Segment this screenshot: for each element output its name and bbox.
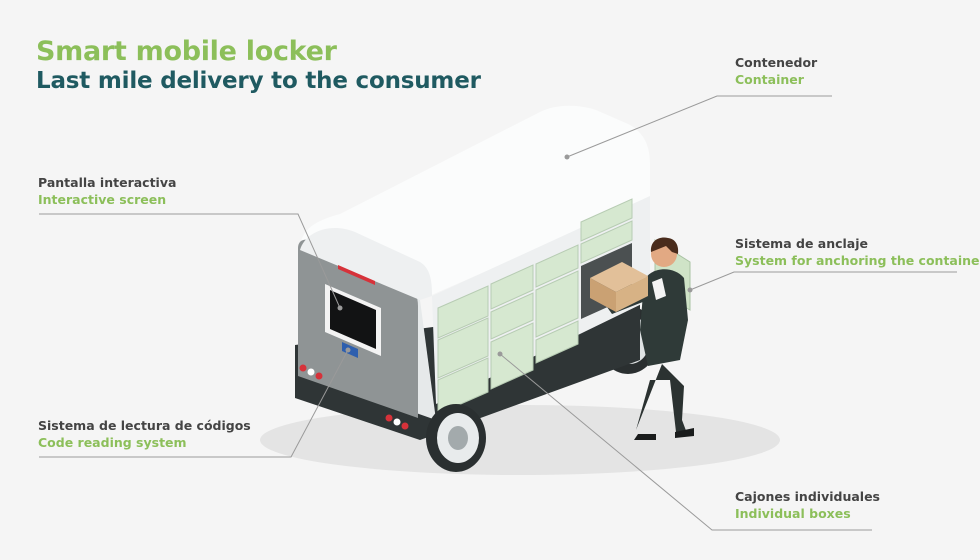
label-container-en: Container bbox=[735, 72, 804, 87]
front-wheel bbox=[426, 404, 486, 472]
label-screen-es: Pantalla interactiva bbox=[38, 175, 177, 190]
leader-screen bbox=[39, 213, 341, 309]
label-anchoring-en: System for anchoring the container bbox=[735, 253, 980, 268]
label-boxes-en: Individual boxes bbox=[735, 506, 851, 521]
leader-boxes bbox=[499, 353, 872, 531]
label-code-reader-es: Sistema de lectura de códigos bbox=[38, 418, 251, 433]
ground-shadow bbox=[260, 405, 780, 475]
label-boxes: Cajones individuales Individual boxes bbox=[735, 488, 880, 522]
label-code-reader-en: Code reading system bbox=[38, 435, 187, 450]
label-boxes-es: Cajones individuales bbox=[735, 489, 880, 504]
tail-lights-left bbox=[299, 364, 323, 380]
label-anchoring: Sistema de anclaje System for anchoring … bbox=[735, 235, 980, 269]
label-code-reader: Sistema de lectura de códigos Code readi… bbox=[38, 417, 251, 451]
leader-anchoring bbox=[689, 271, 957, 291]
label-screen: Pantalla interactiva Interactive screen bbox=[38, 174, 176, 208]
title-main: Smart mobile locker bbox=[36, 36, 337, 67]
roof-edge bbox=[300, 228, 432, 300]
tail-lights-right bbox=[385, 414, 409, 430]
interactive-screen bbox=[325, 284, 381, 356]
status-light-bar bbox=[338, 265, 375, 285]
leader-lines bbox=[39, 95, 957, 531]
label-container-es: Contenedor bbox=[735, 55, 818, 70]
leader-dots bbox=[337, 154, 693, 357]
title-subtitle: Last mile delivery to the consumer bbox=[36, 68, 481, 94]
label-anchoring-es: Sistema de anclaje bbox=[735, 236, 868, 251]
label-container: Contenedor Container bbox=[735, 54, 817, 88]
parcel-box bbox=[590, 262, 648, 312]
label-screen-en: Interactive screen bbox=[38, 192, 167, 207]
leader-code-reader bbox=[39, 349, 349, 458]
leader-container bbox=[566, 95, 832, 158]
